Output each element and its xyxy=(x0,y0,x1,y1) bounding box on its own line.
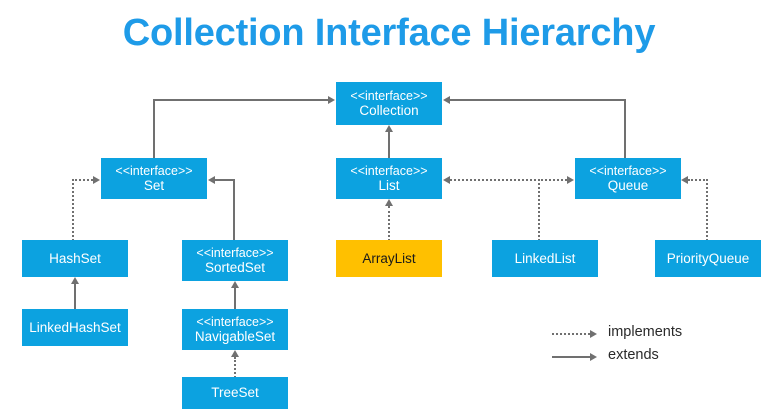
node-hashset[interactable]: HashSet xyxy=(22,240,128,277)
node-queue[interactable]: <<interface>> Queue xyxy=(575,158,681,199)
node-queue-label: Queue xyxy=(607,177,649,193)
arrowhead-list-to-collection xyxy=(384,125,393,132)
node-linkedlist-label: LinkedList xyxy=(514,250,576,266)
page-title: Collection Interface Hierarchy xyxy=(122,12,656,54)
connector-hashset-to-set-horizontal xyxy=(72,179,93,181)
node-sortedset[interactable]: <<interface>> SortedSet xyxy=(182,240,288,281)
node-linkedlist[interactable]: LinkedList xyxy=(492,240,598,277)
connector-linkedlist-to-list-horizontal xyxy=(450,179,540,181)
arrowhead-priorityqueue-to-queue xyxy=(681,176,688,184)
arrowhead-linkedhashset-to-hashset xyxy=(70,277,79,284)
connector-hashset-to-set-vertical xyxy=(72,179,74,241)
node-set[interactable]: <<interface>> Set xyxy=(101,158,207,199)
connector-navigableset-to-sortedset-vertical xyxy=(234,288,236,310)
legend-extends-line xyxy=(552,356,590,358)
connector-queue-to-collection-horizontal xyxy=(450,99,626,101)
connector-sortedset-to-set-horizontal xyxy=(215,179,235,181)
node-priorityqueue[interactable]: PriorityQueue xyxy=(655,240,761,277)
arrowhead-linkedlist-to-list xyxy=(443,176,450,184)
node-sortedset-label: SortedSet xyxy=(204,259,266,275)
arrowhead-queue-to-collection xyxy=(443,96,450,104)
node-hashset-label: HashSet xyxy=(49,250,101,266)
arrowhead-set-to-collection xyxy=(328,96,335,104)
connector-treeset-to-navigableset-vertical xyxy=(234,357,236,378)
arrowhead-navigableset-to-sortedset xyxy=(230,281,239,288)
node-linkedhashset[interactable]: LinkedHashSet xyxy=(22,309,128,346)
node-list-label: List xyxy=(378,177,400,193)
node-collection-stereotype: <<interface>> xyxy=(350,88,428,103)
node-set-label: Set xyxy=(143,177,165,193)
node-arraylist[interactable]: ArrayList xyxy=(336,240,442,277)
legend-implements-arrowhead xyxy=(590,330,597,338)
connector-priorityqueue-to-queue-vertical xyxy=(706,179,708,241)
node-collection[interactable]: <<interface>> Collection xyxy=(336,82,442,125)
connector-list-to-collection-vertical xyxy=(388,132,390,159)
node-treeset[interactable]: TreeSet xyxy=(182,377,288,409)
connector-set-to-collection-horizontal xyxy=(153,99,328,101)
connector-set-to-collection-vertical xyxy=(153,99,155,159)
arrowhead-sortedset-to-set xyxy=(208,176,215,184)
arrowhead-arraylist-to-list xyxy=(384,199,393,206)
node-linkedhashset-label: LinkedHashSet xyxy=(29,319,121,335)
connector-arraylist-to-list-vertical xyxy=(388,206,390,241)
node-priorityqueue-label: PriorityQueue xyxy=(666,250,750,266)
node-navigableset-label: NavigableSet xyxy=(194,328,276,344)
node-queue-stereotype: <<interface>> xyxy=(589,163,667,178)
connector-linkedlist-trunk-vertical xyxy=(538,179,540,241)
arrowhead-linkedlist-to-queue xyxy=(567,176,574,184)
node-treeset-label: TreeSet xyxy=(211,385,259,401)
legend-extends-label: extends xyxy=(608,347,659,363)
legend-extends-arrowhead xyxy=(590,353,597,361)
legend-implements-line xyxy=(552,333,590,335)
arrowhead-hashset-to-set xyxy=(93,176,100,184)
arrowhead-treeset-to-navigableset xyxy=(230,350,239,357)
node-navigableset[interactable]: <<interface>> NavigableSet xyxy=(182,309,288,350)
node-collection-label: Collection xyxy=(359,102,419,118)
node-arraylist-label: ArrayList xyxy=(362,250,416,266)
node-set-stereotype: <<interface>> xyxy=(115,163,193,178)
legend-implements-label: implements xyxy=(608,324,683,340)
node-list-stereotype: <<interface>> xyxy=(350,163,428,178)
node-list[interactable]: <<interface>> List xyxy=(336,158,442,199)
connector-linkedlist-to-queue-horizontal xyxy=(538,179,567,181)
connector-sortedset-to-set-vertical xyxy=(233,179,235,241)
connector-priorityqueue-to-queue-horizontal xyxy=(688,179,708,181)
connector-queue-to-collection-vertical xyxy=(624,99,626,159)
node-navigableset-stereotype: <<interface>> xyxy=(196,314,274,329)
node-sortedset-stereotype: <<interface>> xyxy=(196,245,274,260)
connector-linkedhashset-to-hashset-vertical xyxy=(74,284,76,310)
